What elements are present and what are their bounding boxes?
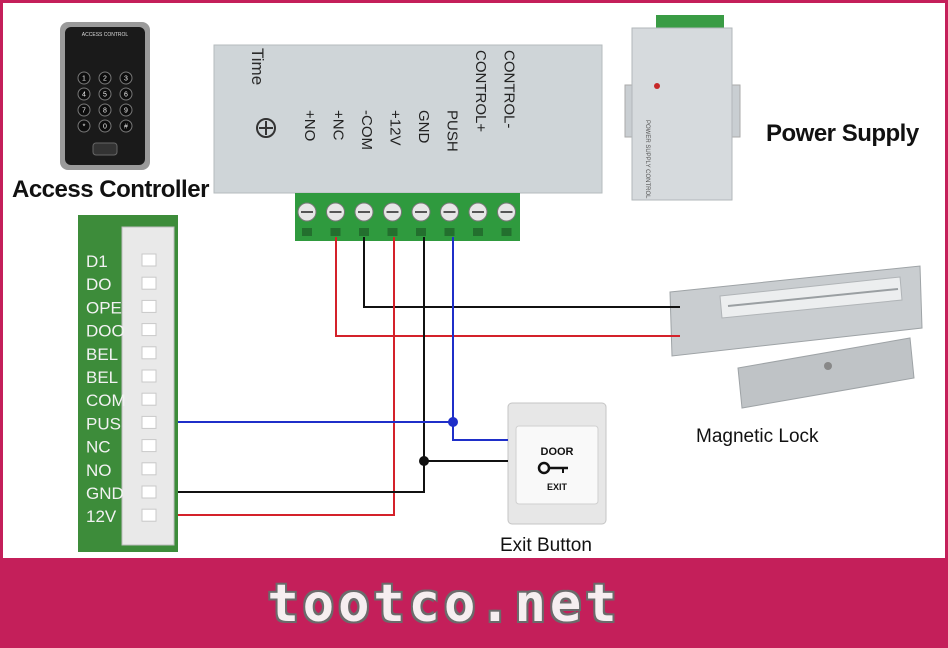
wire xyxy=(363,237,680,308)
keypad-key-label: 2 xyxy=(103,76,107,83)
magnetic-lock-label: Magnetic Lock xyxy=(696,426,819,447)
controller-pin-label: PUS xyxy=(86,414,121,433)
wire xyxy=(335,237,680,337)
exit-button-door-text: DOOR xyxy=(541,446,574,458)
keypad-key xyxy=(98,87,112,101)
controller-pin-label: D1 xyxy=(86,252,108,271)
exit-button-device: DOOR EXIT xyxy=(507,402,607,525)
keypad-key-label: 6 xyxy=(124,92,128,99)
keypad-key xyxy=(119,119,133,133)
keypad-key-label: 5 xyxy=(103,92,107,99)
keypad-key xyxy=(119,87,133,101)
controller-pin-label: NO xyxy=(86,461,112,480)
controller-pin-label: 12V xyxy=(86,507,117,526)
magnetic-lock xyxy=(669,265,923,409)
controller-pin-label: GND xyxy=(86,484,124,503)
wires xyxy=(178,237,680,516)
wire xyxy=(178,237,395,516)
controller-pin-label: BEL xyxy=(86,345,118,364)
wire-junction xyxy=(448,417,458,427)
keypad-key-label: 8 xyxy=(103,108,107,115)
keypad-key xyxy=(119,71,133,85)
keypad-key xyxy=(77,71,91,85)
keypad-key-label: # xyxy=(124,124,128,131)
relay-terminal-label: CONTROL+ xyxy=(472,50,489,132)
brand-banner: tootco.net xyxy=(0,560,948,648)
keypad-key xyxy=(77,119,91,133)
keypad-key xyxy=(98,71,112,85)
keypad-key xyxy=(77,87,91,101)
controller-pin-label: COM xyxy=(86,391,126,410)
exit-button-label: Exit Button xyxy=(500,535,592,556)
keypad-key-label: 0 xyxy=(103,124,107,131)
relay-terminal-label: PUSH xyxy=(444,110,461,152)
keypad-key xyxy=(77,103,91,117)
controller-pin-label: DOO xyxy=(86,322,125,341)
keypad-key xyxy=(98,119,112,133)
access-controller-label: Access Controller xyxy=(12,176,209,203)
wire xyxy=(178,237,425,493)
relay-time-label: Time xyxy=(248,48,267,85)
keypad-key-label: * xyxy=(83,124,86,131)
keypad-key-label: 7 xyxy=(82,108,86,115)
relay-terminal-label: GND xyxy=(415,110,432,144)
wire-junction xyxy=(419,456,429,466)
relay-terminal-label: CONTROL- xyxy=(501,50,518,128)
brand-text: tootco.net xyxy=(267,574,621,634)
relay-terminal-label: +NO xyxy=(301,110,318,141)
time-adjust-icon xyxy=(256,118,276,138)
relay-terminal-label: -COM xyxy=(358,110,375,150)
controller-pin-label: DO xyxy=(86,275,112,294)
relay-terminal-label: +NC xyxy=(330,110,347,141)
power-supply-side-text: POWER SUPPLY CONTROL xyxy=(644,120,650,199)
wire xyxy=(452,422,508,441)
keypad-header: ACCESS CONTROL xyxy=(82,32,129,38)
power-supply-label: Power Supply xyxy=(766,120,919,147)
controller-pin-label: NC xyxy=(86,438,111,457)
wire xyxy=(178,237,454,423)
relay-terminal-label: +12V xyxy=(387,110,404,145)
keypad-key-label: 4 xyxy=(82,92,86,99)
keypad-key xyxy=(98,103,112,117)
power-supply-unit: POWER SUPPLY CONTROL xyxy=(624,15,741,201)
relay-terminal-labels: +NO +NC -COM +12V GND PUSH CONTROL+ CONTROL- xyxy=(301,50,518,152)
keypad-key-label: 1 xyxy=(82,76,86,83)
keypad-key-label: 3 xyxy=(124,76,128,83)
keypad-key xyxy=(119,103,133,117)
relay-module: Time +NO +NC -COM +12V GND PUSH CONTROL+ CONTRO… xyxy=(213,44,603,241)
relay-terminal-block xyxy=(297,202,516,236)
keypad-keys: 1 2 3 4 5 6 7 8 9 * 0 # xyxy=(77,71,133,133)
access-controller-keypad: ACCESS CONTROL 1 2 3 4 5 6 7 8 9 * 0 # xyxy=(60,22,150,170)
keypad-key-label: 9 xyxy=(124,108,128,115)
controller-pin-label: BEL xyxy=(86,368,118,387)
exit-button-exit-text: EXIT xyxy=(547,482,568,492)
key-icon xyxy=(537,461,568,475)
controller-pin-label: OPE xyxy=(86,298,122,317)
